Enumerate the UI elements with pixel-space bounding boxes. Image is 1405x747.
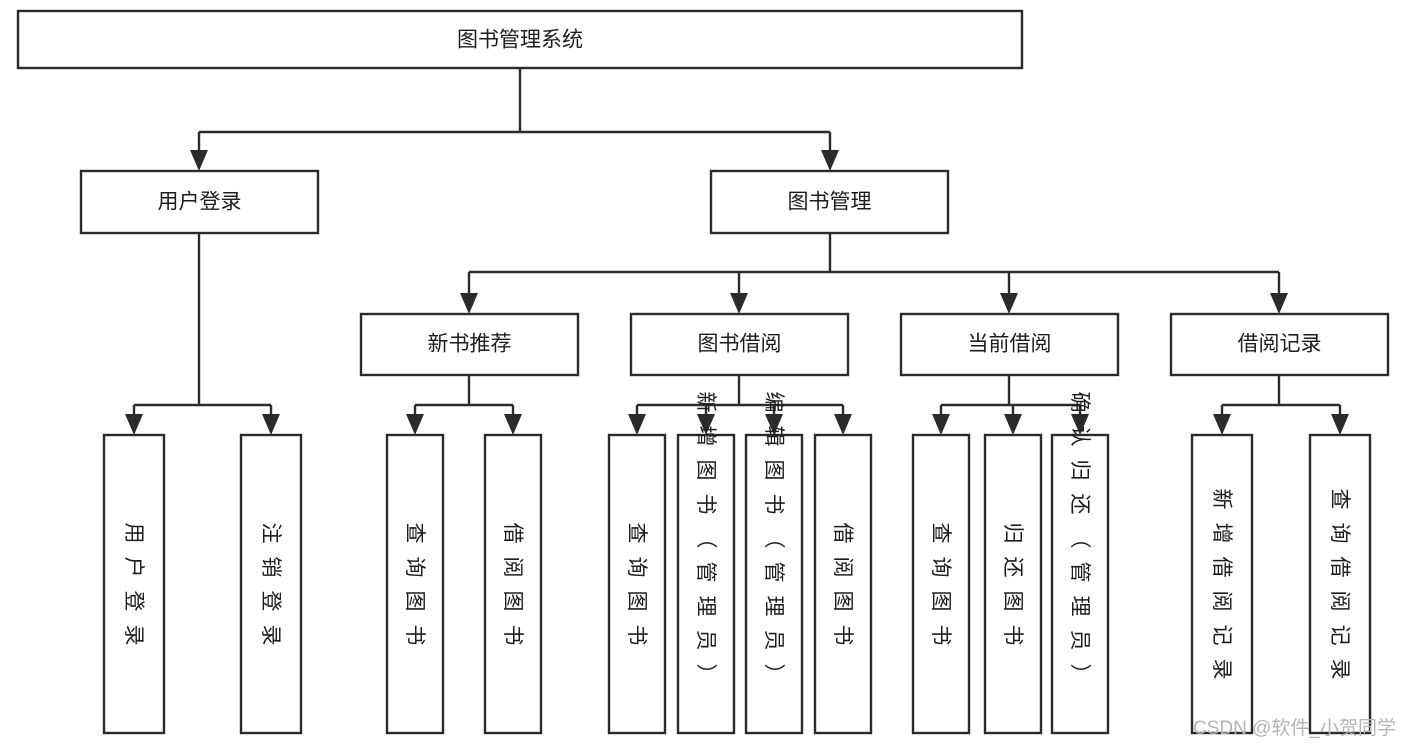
node-leaf-borrow-book-box[interactable] (813, 433, 873, 735)
csdn-watermark: CSDN @软件_小贺同学 (1193, 717, 1396, 739)
node-leaf-edit-book-admin[interactable]: 编辑图书（管理员） (744, 392, 804, 735)
arrow-head-book-borrow (730, 293, 748, 314)
node-new-book-recommend-box[interactable] (359, 312, 580, 377)
connector-book-borrow-trunk (635, 375, 845, 414)
node-leaf-user-login[interactable]: 用户登录 (102, 433, 166, 735)
node-leaf-confirm-return-admin-box[interactable] (1050, 433, 1110, 735)
arrow-head-leaf-query-book-recommend (406, 414, 424, 435)
arrow-head-leaf-borrow-book (834, 414, 852, 435)
connector-current-borrow-trunk (939, 375, 1082, 414)
node-leaf-query-book-current-box[interactable] (911, 433, 971, 735)
node-leaf-add-book-admin-box[interactable] (676, 433, 736, 735)
node-root-box[interactable] (16, 9, 1024, 70)
connector-root-trunk (197, 68, 832, 150)
node-leaf-user-login-box[interactable] (102, 433, 166, 735)
node-book-borrow[interactable]: 图书借阅 (629, 312, 850, 377)
node-book-management-box[interactable] (709, 169, 950, 235)
node-leaf-confirm-return-admin-label: 确认归还（管理员） (1068, 392, 1091, 685)
node-book-borrow-label: 图书借阅 (698, 333, 782, 356)
node-leaf-query-book-current-label: 查询图书 (929, 523, 952, 646)
arrow-head-leaf-return-book (1004, 414, 1022, 435)
arrow-head-current-borrow (1000, 293, 1018, 314)
node-leaf-add-book-admin[interactable]: 新增图书（管理员） (676, 392, 736, 735)
arrow-head-leaf-query-borrow-record (1331, 414, 1349, 435)
arrow-head-leaf-add-borrow-record (1213, 414, 1231, 435)
node-leaf-query-book-recommend[interactable]: 查询图书 (385, 433, 445, 735)
node-leaf-add-borrow-record-box[interactable] (1190, 433, 1254, 735)
arrow-head-leaf-add-book-admin (697, 414, 715, 435)
node-borrow-record[interactable]: 借阅记录 (1169, 312, 1390, 377)
node-current-borrow[interactable]: 当前借阅 (899, 312, 1120, 377)
node-leaf-borrow-book-label: 借阅图书 (831, 523, 854, 646)
node-leaf-confirm-return-admin[interactable]: 确认归还（管理员） (1050, 392, 1110, 735)
connector-borrow-record-trunk (1220, 375, 1342, 414)
node-leaf-add-borrow-record-label: 新增借阅记录 (1210, 489, 1233, 680)
arrow-head-user-login (190, 150, 208, 171)
node-new-book-recommend-label: 新书推荐 (428, 333, 512, 356)
node-user-login[interactable]: 用户登录 (79, 169, 320, 235)
node-root-label: 图书管理系统 (457, 29, 583, 52)
node-current-borrow-label: 当前借阅 (968, 333, 1052, 356)
arrow-head-new-book-recommend (460, 293, 478, 314)
arrow-head-leaf-query-book-borrow (628, 414, 646, 435)
node-borrow-record-label: 借阅记录 (1238, 333, 1322, 356)
node-leaf-user-login-label: 用户登录 (122, 523, 145, 646)
connector-user-login-trunk (132, 233, 273, 414)
arrow-head-borrow-record (1270, 293, 1288, 314)
connector-new-book-recommend-trunk (413, 375, 515, 414)
node-leaf-logout-login-box[interactable] (239, 433, 303, 735)
node-book-management-label: 图书管理 (788, 191, 872, 214)
node-current-borrow-box[interactable] (899, 312, 1120, 377)
node-new-book-recommend[interactable]: 新书推荐 (359, 312, 580, 377)
node-leaf-query-book-borrow-box[interactable] (607, 433, 667, 735)
node-leaf-return-book-box[interactable] (983, 433, 1043, 735)
node-leaf-logout-login-label: 注销登录 (259, 523, 282, 646)
node-leaf-edit-book-admin-label: 编辑图书（管理员） (762, 392, 785, 685)
node-borrow-record-box[interactable] (1169, 312, 1390, 377)
node-leaf-query-borrow-record[interactable]: 查询借阅记录 (1308, 433, 1372, 735)
node-leaf-borrow-book-recommend-box[interactable] (483, 433, 543, 735)
node-leaf-query-book-recommend-label: 查询图书 (403, 523, 426, 646)
node-leaf-add-book-admin-label: 新增图书（管理员） (694, 392, 717, 685)
node-leaf-return-book[interactable]: 归还图书 (983, 433, 1043, 735)
node-leaf-edit-book-admin-box[interactable] (744, 433, 804, 735)
arrow-head-leaf-user-login (125, 414, 143, 435)
node-leaf-query-borrow-record-box[interactable] (1308, 433, 1372, 735)
node-leaf-borrow-book[interactable]: 借阅图书 (813, 433, 873, 735)
node-book-management[interactable]: 图书管理 (709, 169, 950, 235)
arrow-head-leaf-logout-login (262, 414, 280, 435)
node-leaf-borrow-book-recommend-label: 借阅图书 (501, 523, 524, 646)
node-root[interactable]: 图书管理系统 (16, 9, 1024, 70)
node-leaf-query-book-borrow[interactable]: 查询图书 (607, 433, 667, 735)
arrow-head-leaf-confirm-return-admin (1071, 414, 1089, 435)
node-leaf-logout-login[interactable]: 注销登录 (239, 433, 303, 735)
node-leaf-query-book-current[interactable]: 查询图书 (911, 433, 971, 735)
arrow-head-book-management (821, 150, 839, 171)
node-leaf-return-book-label: 归还图书 (1001, 523, 1024, 646)
node-leaf-query-borrow-record-label: 查询借阅记录 (1328, 489, 1351, 680)
node-leaf-borrow-book-recommend[interactable]: 借阅图书 (483, 433, 543, 735)
node-leaf-query-book-borrow-label: 查询图书 (625, 523, 648, 646)
connector-layer (125, 68, 1349, 435)
arrow-head-leaf-edit-book-admin (765, 414, 783, 435)
connector-book-management-trunk (467, 233, 1281, 293)
node-user-login-box[interactable] (79, 169, 320, 235)
node-user-login-label: 用户登录 (158, 191, 242, 214)
node-leaf-add-borrow-record[interactable]: 新增借阅记录 (1190, 433, 1254, 735)
arrow-head-leaf-borrow-book-recommend (504, 414, 522, 435)
node-leaf-query-book-recommend-box[interactable] (385, 433, 445, 735)
node-book-borrow-box[interactable] (629, 312, 850, 377)
arrow-head-leaf-query-book-current (932, 414, 950, 435)
